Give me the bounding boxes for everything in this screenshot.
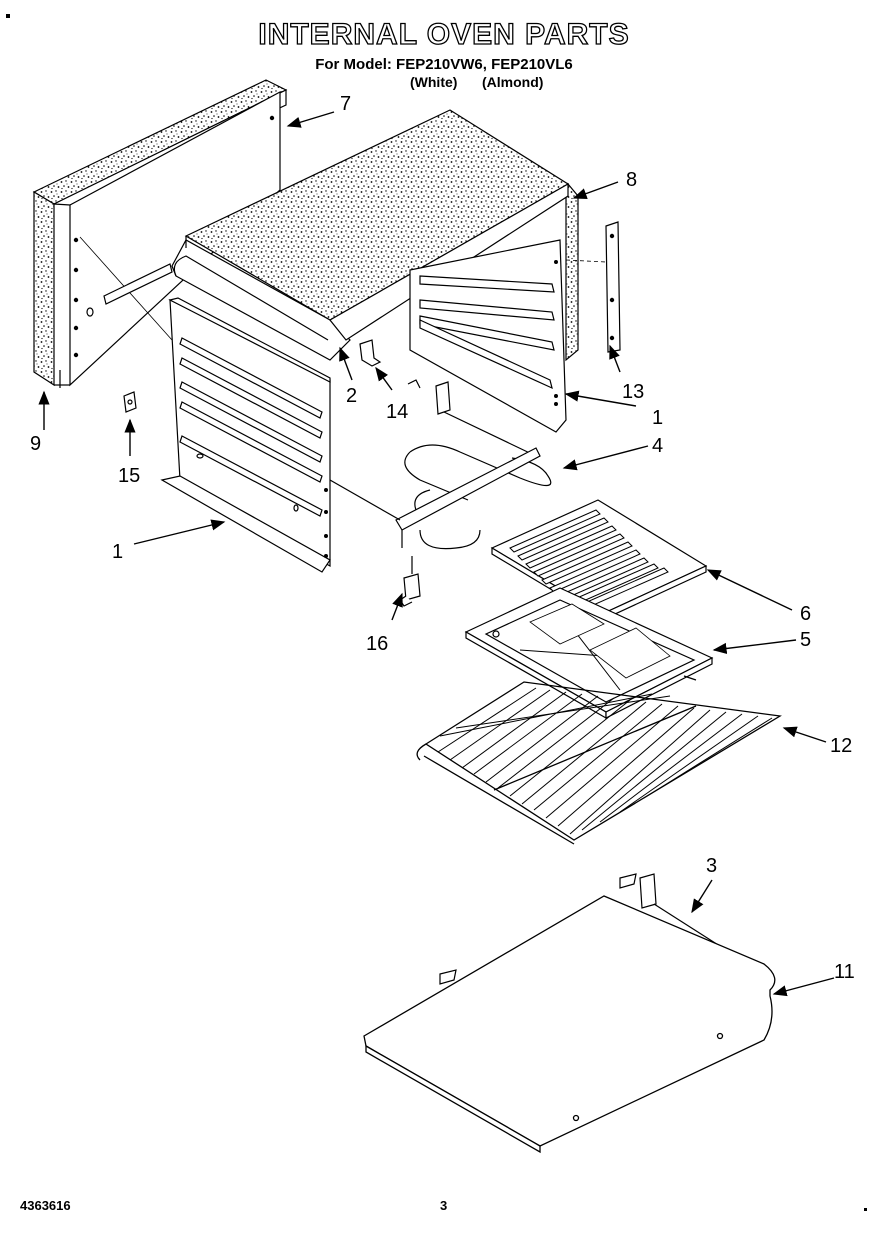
- rear-insulation-part: [32, 79, 288, 388]
- callout-3: 3: [706, 855, 717, 877]
- callout-8: 8: [626, 169, 637, 191]
- callout-12: 12: [830, 735, 852, 757]
- drip-tray-part: [363, 895, 776, 1154]
- callout-1-left: 1: [112, 541, 123, 563]
- part-number: 4363616: [20, 1198, 71, 1213]
- callout-5: 5: [800, 629, 811, 651]
- right-rack-support-part: [409, 239, 567, 433]
- model-line: For Model: FEP210VW6, FEP210VL6: [315, 56, 573, 73]
- page-number: 3: [440, 1198, 448, 1213]
- callout-leaders: [38, 111, 835, 997]
- callout-7: 7: [340, 93, 351, 115]
- broil-pan-part: [464, 587, 714, 720]
- callout-2: 2: [346, 385, 357, 407]
- broil-pan-grid-part: [490, 499, 708, 622]
- corner-mark: [6, 14, 10, 18]
- callout-11: 11: [834, 961, 855, 983]
- page-title: INTERNAL OVEN PARTS: [258, 17, 630, 51]
- oven-rack-part: [416, 675, 782, 845]
- variant-white: (White): [410, 74, 458, 90]
- variant-almond: (Almond): [482, 74, 544, 90]
- callout-14: 14: [386, 401, 408, 423]
- callout-9: 9: [30, 433, 41, 455]
- callout-13: 13: [622, 381, 644, 403]
- callout-1-right: 1: [652, 407, 663, 429]
- clip-part: [359, 339, 382, 367]
- retainer-part: [123, 391, 137, 413]
- terminal-block-part: [399, 556, 421, 607]
- callout-16: 16: [366, 633, 388, 655]
- callout-4: 4: [652, 435, 663, 457]
- bake-element-part: [329, 379, 552, 550]
- left-rack-support-part: [160, 297, 331, 573]
- callout-6: 6: [800, 603, 811, 625]
- corner-mark-bottom: [864, 1208, 867, 1211]
- callout-15: 15: [118, 465, 140, 487]
- vertical-bracket-part: [565, 221, 621, 353]
